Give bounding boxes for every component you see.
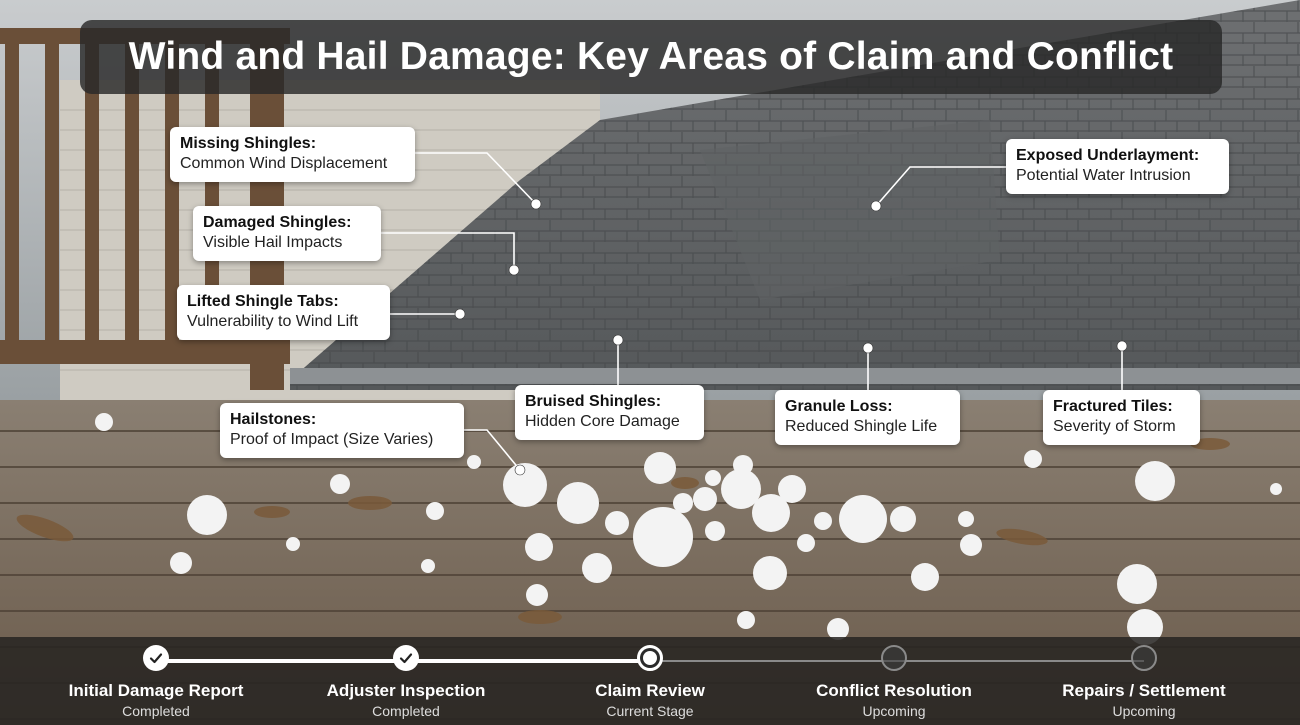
stage-status: Current Stage (606, 703, 694, 719)
timeline-stage-adjuster-inspection: Adjuster Inspection Completed (281, 637, 531, 725)
marker-dot (862, 342, 874, 354)
leader-line (380, 232, 515, 270)
marker-dot (508, 264, 520, 276)
stage-label: Conflict Resolution (816, 681, 972, 700)
callout-subtitle: Potential Water Intrusion (1016, 167, 1191, 184)
stage-status: Upcoming (1112, 703, 1176, 719)
marker-dot (530, 198, 542, 210)
callout-title: Lifted Shingle Tabs: (187, 293, 339, 310)
callout-title: Bruised Shingles: (525, 393, 662, 410)
callout-title: Hailstones: (230, 411, 317, 428)
marker-dot (514, 464, 526, 476)
marker-dot (870, 200, 882, 212)
callout-title: Granule Loss: (785, 398, 893, 415)
stage-label: Initial Damage Report (68, 681, 244, 700)
timeline-stage-conflict-resolution: Conflict Resolution Upcoming (769, 637, 1019, 725)
empty-circle-icon (1131, 645, 1157, 671)
callout-subtitle: Hidden Core Damage (525, 413, 680, 430)
empty-circle-icon (881, 645, 907, 671)
callout-missing-shingles: Missing Shingles: Common Wind Displaceme… (170, 127, 415, 182)
timeline-stage-claim-review: Claim Review Current Stage (525, 637, 775, 725)
current-dot-icon (637, 645, 663, 671)
leader-lines (380, 152, 1123, 471)
callout-subtitle: Proof of Impact (Size Varies) (230, 431, 434, 448)
marker-dot (1116, 340, 1128, 352)
leader-line (414, 152, 537, 205)
marker-dot (454, 308, 466, 320)
callout-granule-loss: Granule Loss: Reduced Shingle Life (775, 390, 960, 445)
check-icon (143, 645, 169, 671)
callout-damaged-shingles: Damaged Shingles: Visible Hail Impacts (193, 206, 381, 261)
callout-lifted-shingle-tabs: Lifted Shingle Tabs: Vulnerability to Wi… (177, 285, 390, 340)
stage-status: Completed (372, 703, 440, 719)
timeline-stage-initial-damage-report: Initial Damage Report Completed (31, 637, 281, 725)
stage-label: Adjuster Inspection (326, 681, 486, 700)
callout-subtitle: Reduced Shingle Life (785, 418, 938, 435)
marker-dot (612, 334, 624, 346)
callout-subtitle: Common Wind Displacement (180, 155, 388, 172)
callout-title: Damaged Shingles: (203, 214, 352, 231)
leader-line (875, 166, 1006, 207)
callout-subtitle: Vulnerability to Wind Lift (187, 313, 359, 330)
leader-line (464, 429, 521, 471)
callout-exposed-underlayment: Exposed Underlayment: Potential Water In… (1006, 139, 1229, 194)
callout-hailstones: Hailstones: Proof of Impact (Size Varies… (220, 403, 464, 458)
callout-title: Fractured Tiles: (1053, 398, 1173, 415)
stage-status: Completed (122, 703, 190, 719)
check-icon (393, 645, 419, 671)
callout-fractured-tiles: Fractured Tiles: Severity of Storm (1043, 390, 1200, 445)
callout-bruised-shingles: Bruised Shingles: Hidden Core Damage (515, 385, 704, 440)
title-banner: Wind and Hail Damage: Key Areas of Claim… (80, 20, 1222, 94)
stage-label: Claim Review (595, 681, 705, 700)
stage-status: Upcoming (862, 703, 926, 719)
stage-label: Repairs / Settlement (1062, 681, 1226, 700)
callout-title: Missing Shingles: (180, 135, 317, 152)
page-title: Wind and Hail Damage: Key Areas of Claim… (128, 35, 1174, 78)
callout-subtitle: Severity of Storm (1053, 418, 1176, 435)
timeline-stage-repairs-settlement: Repairs / Settlement Upcoming (1019, 637, 1269, 725)
callout-subtitle: Visible Hail Impacts (203, 234, 343, 251)
callout-title: Exposed Underlayment: (1016, 147, 1200, 164)
